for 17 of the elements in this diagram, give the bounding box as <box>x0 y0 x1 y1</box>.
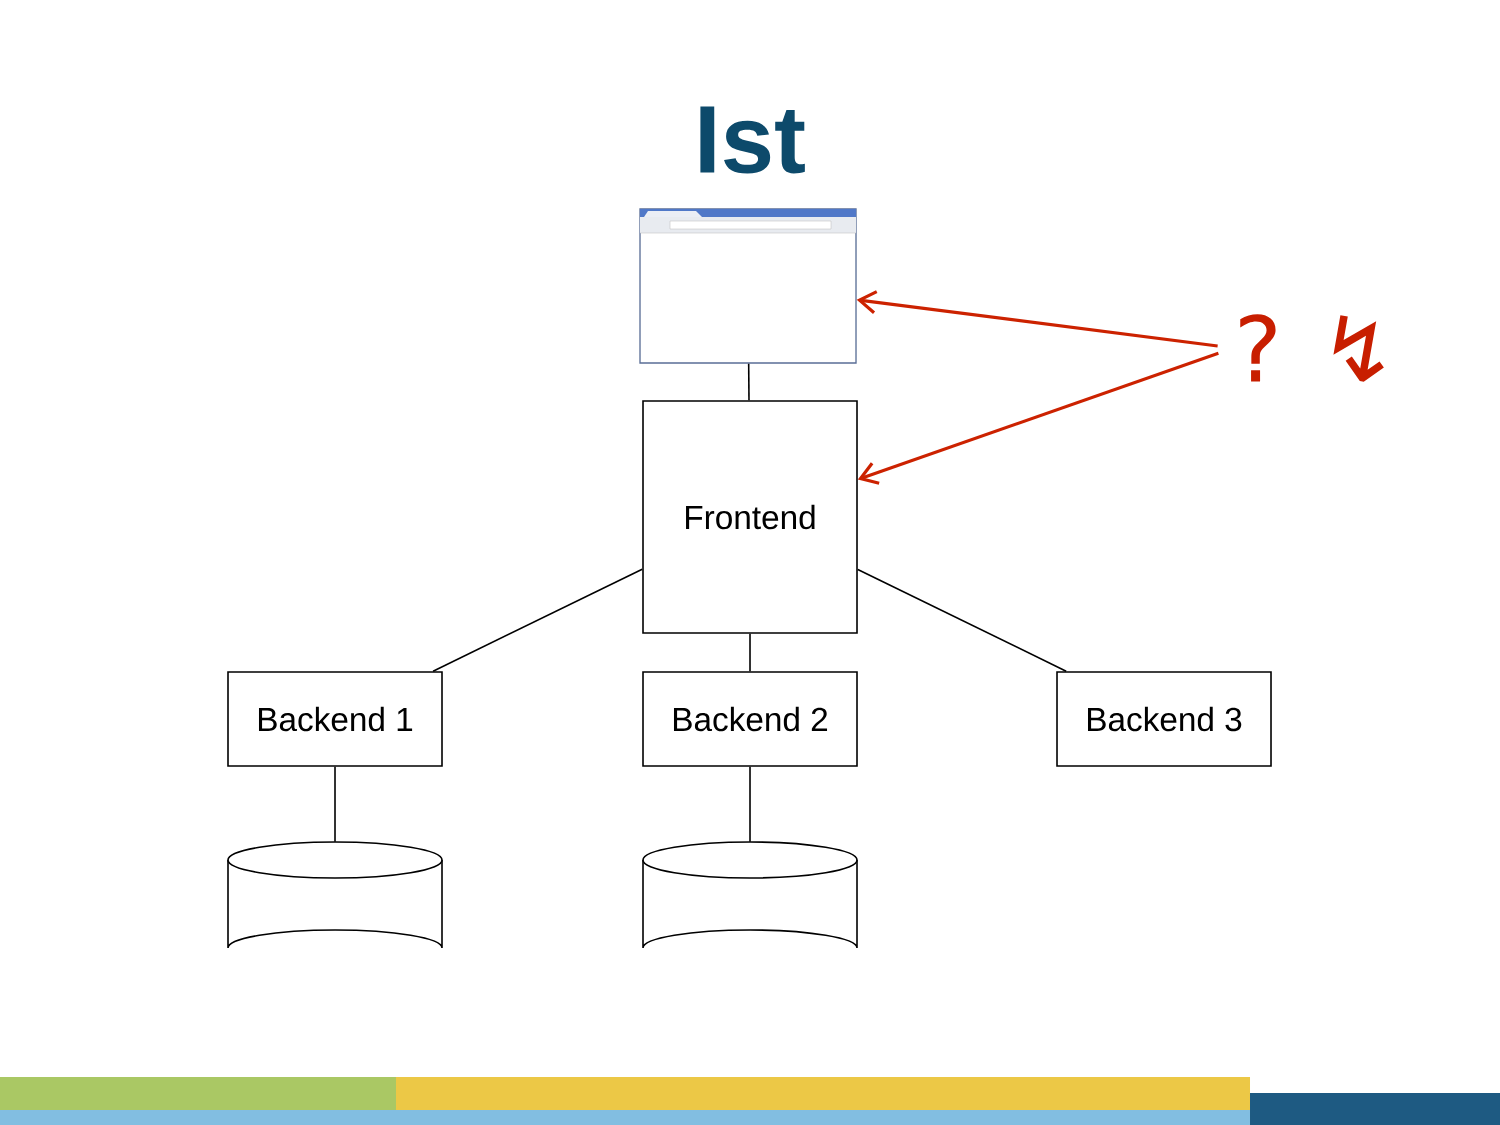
connector-line <box>749 766 751 843</box>
database-cylinder <box>642 841 858 949</box>
process-box: Backend 1 <box>227 671 443 767</box>
picture <box>639 208 857 364</box>
connector-line <box>432 568 643 672</box>
process-box: Frontend <box>642 400 858 634</box>
arrow <box>856 290 1218 348</box>
connector-line <box>334 766 336 843</box>
connector-line <box>749 633 751 672</box>
connector-line <box>747 362 750 401</box>
symbol-text: ? ↯ <box>1240 314 1384 382</box>
database-cylinder <box>227 841 443 949</box>
process-box: Backend 3 <box>1056 671 1272 767</box>
connector-line <box>857 568 1067 672</box>
process-box: Backend 2 <box>642 671 858 767</box>
title: Ist <box>700 106 805 174</box>
arrow <box>857 351 1219 485</box>
